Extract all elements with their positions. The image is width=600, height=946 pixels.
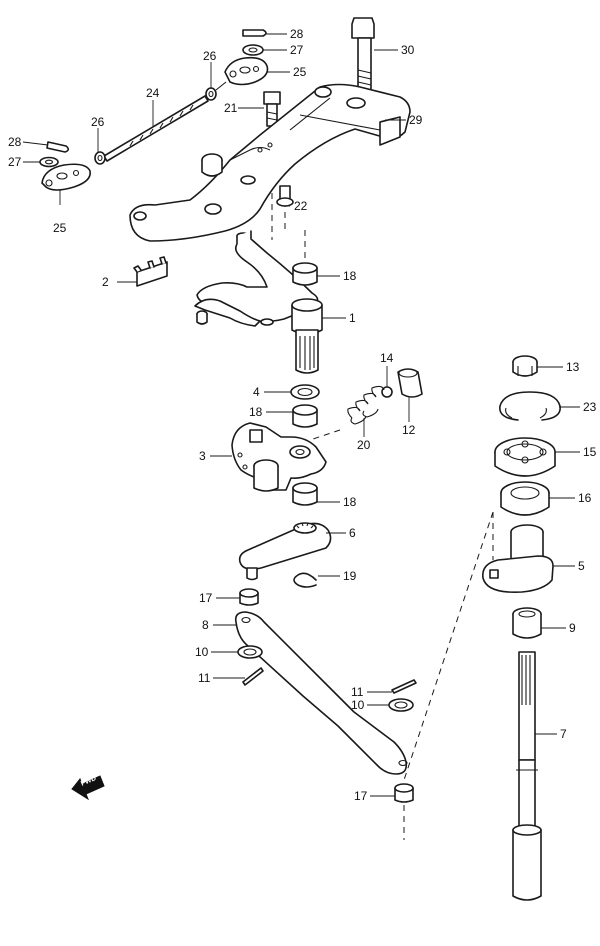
bushing-9 [512,607,542,639]
callout-29: 29 [409,113,423,127]
washer-10-right [388,698,414,712]
sleeve-12 [397,368,423,398]
bushing-17-upper [239,588,259,606]
callout-labels: 28 27 30 26 25 24 21 29 28 26 27 25 22 1… [8,27,597,803]
callout-22: 22 [294,199,308,213]
clip-2 [133,256,168,287]
callout-30: 30 [401,43,415,57]
plug-13 [512,355,538,377]
clip-28-top [242,29,267,37]
callout-20: 20 [357,438,371,452]
callout-8: 8 [202,618,209,632]
callout-16: 16 [578,491,592,505]
callout-14: 14 [380,351,394,365]
fwd-arrow-icon: FWD [71,775,105,801]
housing-3 [231,422,327,492]
callout-17-upper: 17 [199,591,213,605]
callout-27-left: 27 [8,155,22,169]
washer-27-top [242,44,264,56]
screw-22 [276,185,294,207]
shift-cam-5 [481,524,554,594]
rod-24 [103,95,209,162]
callout-7: 7 [560,727,567,741]
bushing-18-low [292,482,318,506]
washer-10-left [237,645,263,659]
washer-27-left [39,156,59,168]
callout-4: 4 [253,385,260,399]
callout-24: 24 [146,86,160,100]
callout-13: 13 [566,360,580,374]
callout-21: 21 [224,101,238,115]
bolt-30 [351,17,375,101]
circlip-23 [499,391,561,421]
callout-10-right: 10 [351,698,365,712]
callout-11-right: 11 [351,685,364,699]
nut-26-top [205,81,227,101]
rod-end-25-top [224,56,269,86]
cotter-pin-11-left [242,667,264,686]
nut-26-left [94,151,106,165]
callout-26-left: 26 [91,115,105,129]
bushing-18-top [292,262,318,286]
shift-lever-1 [194,230,323,374]
e-clip-19 [293,572,317,588]
callout-18-low: 18 [343,495,357,509]
bracket-29 [129,83,411,242]
callout-27-top: 27 [290,43,304,57]
clip-28-left [46,141,70,153]
callout-17-lower: 17 [354,789,368,803]
washer-4 [290,384,320,400]
callout-5: 5 [578,559,585,573]
callout-3: 3 [199,449,206,463]
callout-28-left: 28 [8,135,22,149]
bushing-17-lower [394,783,414,803]
seal-16 [500,481,550,516]
callout-23: 23 [583,400,597,414]
callout-2: 2 [102,275,109,289]
callout-12: 12 [402,423,416,437]
shaft-7 [512,651,542,901]
link-8 [234,611,408,775]
leader-lines [22,33,580,797]
callout-1: 1 [349,311,356,325]
callout-6: 6 [349,526,356,540]
lever-6 [238,522,332,581]
callout-18-mid: 18 [249,405,263,419]
bushing-18-mid [292,404,318,428]
callout-26-top: 26 [203,49,217,63]
callout-11-left: 11 [198,671,211,685]
callout-25-top: 25 [293,65,307,79]
callout-18-top: 18 [343,269,357,283]
assembly-line-diag-a [403,511,494,781]
callout-15: 15 [583,445,597,459]
callout-25-left: 25 [53,221,67,235]
callout-9: 9 [569,621,576,635]
bolt-21 [263,91,281,127]
spring-20 [347,385,385,425]
callout-19: 19 [343,569,357,583]
rod-end-25-left [41,163,91,191]
assembly-line-spring [309,429,341,441]
bearing-15 [494,437,556,477]
callout-28-top: 28 [290,27,304,41]
cotter-pin-11-right [391,679,417,694]
callout-10-left: 10 [195,645,209,659]
